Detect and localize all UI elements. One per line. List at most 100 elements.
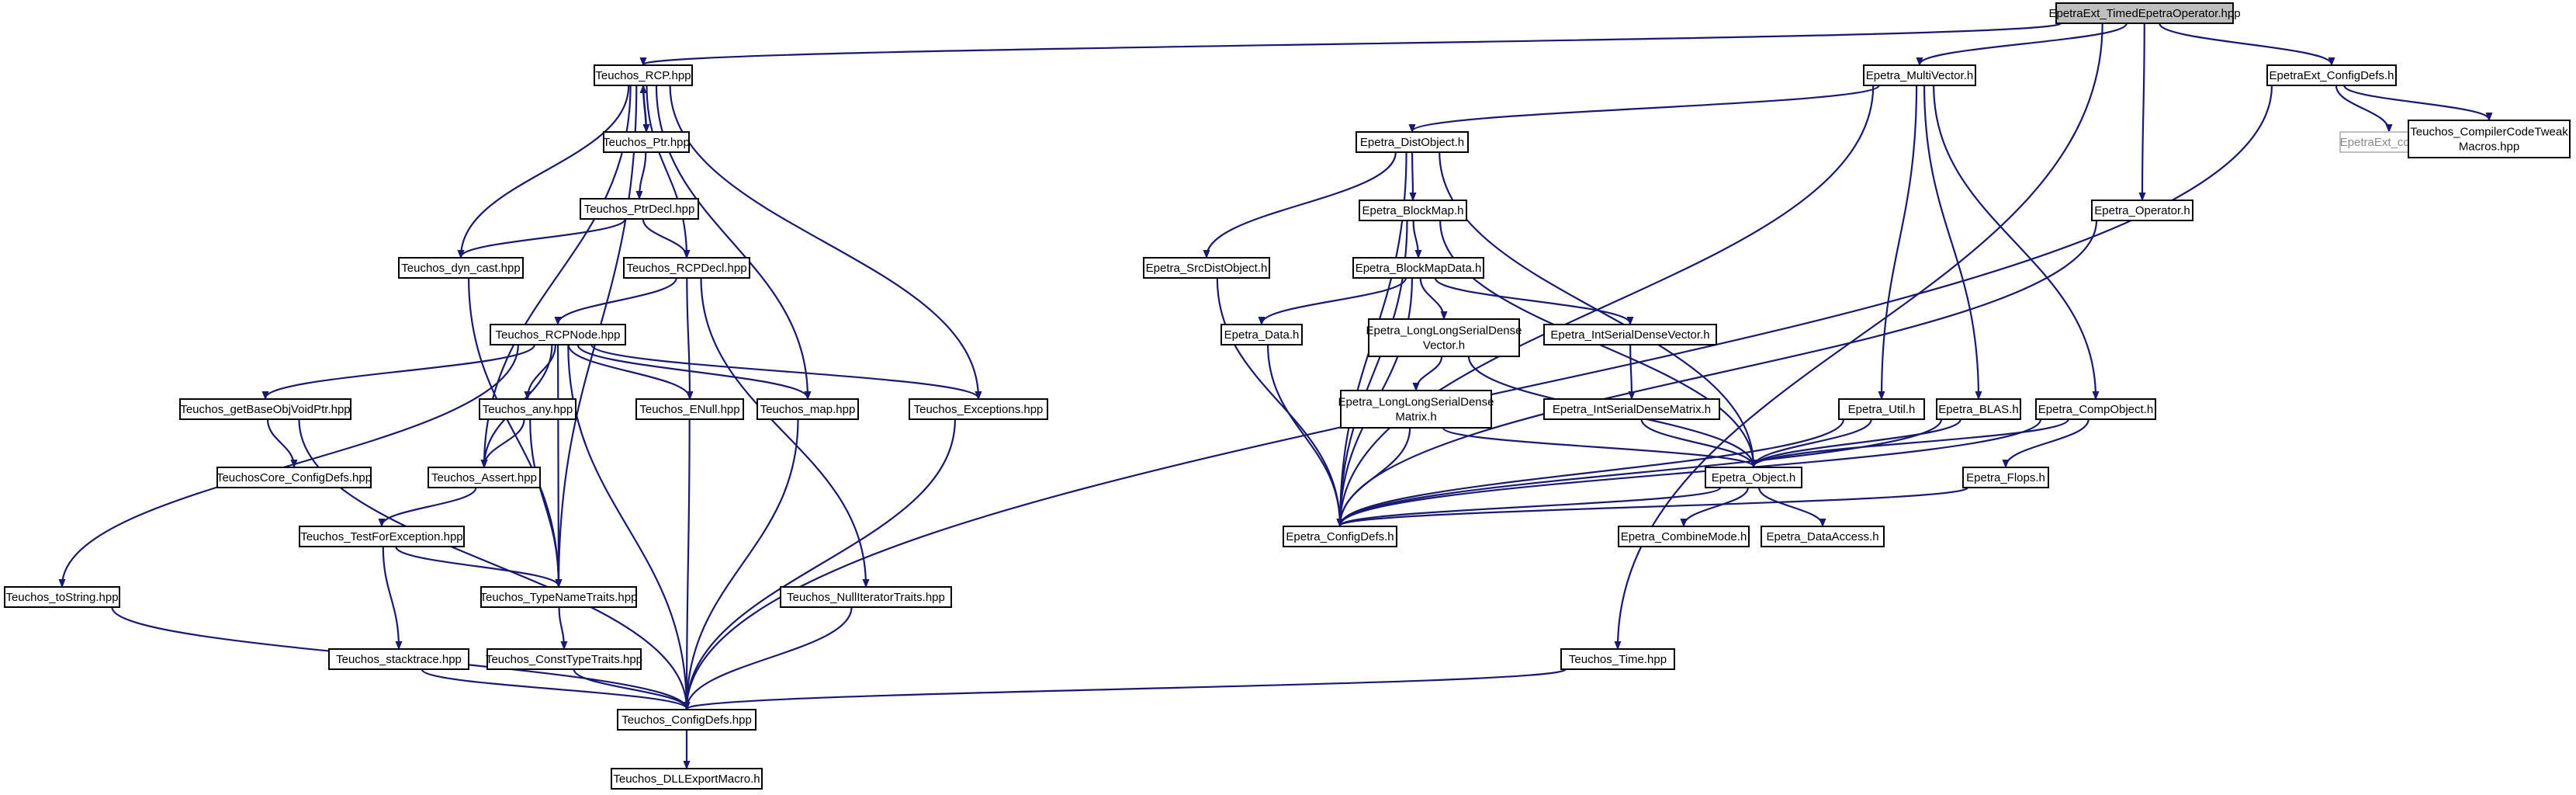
edge-consttype-to-teuchos_configdefs bbox=[573, 668, 687, 709]
node-any[interactable]: Teuchos_any.hpp bbox=[479, 398, 576, 420]
node-nulliter[interactable]: Teuchos_NullIteratorTraits.hpp bbox=[780, 586, 952, 608]
node-box bbox=[1838, 398, 1925, 420]
edge-any-to-typename bbox=[529, 418, 559, 586]
node-label: Epetra_LongLongSerialDense bbox=[1338, 396, 1494, 409]
node-box bbox=[623, 257, 750, 279]
node-distobject[interactable]: Epetra_DistObject.h bbox=[1356, 131, 1469, 153]
node-label: Teuchos_Exceptions.hpp bbox=[914, 403, 1044, 416]
node-dyncast[interactable]: Teuchos_dyn_cast.hpp bbox=[398, 257, 524, 279]
node-ptr[interactable]: Teuchos_Ptr.hpp bbox=[603, 131, 690, 153]
edge-nulliter-to-teuchos_configdefs bbox=[687, 606, 853, 709]
node-stacktrace[interactable]: Teuchos_stacktrace.hpp bbox=[328, 648, 469, 670]
edge-map-to-teuchos_configdefs bbox=[687, 418, 799, 709]
edge-rcpnode-to-getbase bbox=[265, 344, 535, 398]
node-rcpnode[interactable]: Teuchos_RCPNode.hpp bbox=[490, 324, 626, 345]
node-dataaccess[interactable]: Epetra_DataAccess.h bbox=[1761, 526, 1885, 547]
node-box bbox=[486, 648, 642, 670]
node-eutil[interactable]: Epetra_Util.h bbox=[1838, 398, 1925, 420]
node-eblas[interactable]: Epetra_BLAS.h bbox=[1936, 398, 2021, 420]
edge-llsdv-to-llsdm bbox=[1416, 356, 1443, 390]
node-label: Epetra_DistObject.h bbox=[1360, 136, 1464, 149]
edge-rcp_hpp-to-dyncast bbox=[461, 85, 630, 257]
edge-ttime-to-teuchos_configdefs bbox=[687, 668, 1567, 709]
edge-enull-to-teuchos_configdefs bbox=[687, 418, 691, 709]
node-label: Epetra_CombineMode.h bbox=[1621, 530, 1747, 543]
node-box bbox=[1936, 398, 2021, 420]
node-box bbox=[2091, 200, 2193, 221]
node-compobject[interactable]: Epetra_CompObject.h bbox=[2035, 398, 2156, 420]
node-dllexport[interactable]: Teuchos_DLLExportMacro.h bbox=[611, 768, 763, 790]
node-box bbox=[490, 324, 626, 345]
node-getbase[interactable]: Teuchos_getBaseObjVoidPtr.hpp bbox=[179, 398, 351, 420]
edge-blockmapdata-to-intsdv bbox=[1434, 277, 1630, 324]
node-root[interactable]: EpetraExt_TimedEpetraOperator.hpp bbox=[2048, 2, 2241, 24]
node-testforexc[interactable]: Teuchos_TestForException.hpp bbox=[299, 526, 465, 547]
node-label: Vector.h bbox=[1423, 339, 1465, 352]
node-multivector[interactable]: Epetra_MultiVector.h bbox=[1863, 64, 1976, 86]
node-label: Epetra_CompObject.h bbox=[2038, 403, 2153, 416]
edge-rcpnode-to-exceptions bbox=[590, 344, 978, 398]
node-eoperator[interactable]: Epetra_Operator.h bbox=[2091, 200, 2193, 221]
node-intsdv[interactable]: Epetra_IntSerialDenseVector.h bbox=[1543, 324, 1717, 345]
node-rcp-hpp[interactable]: Teuchos_RCP.hpp bbox=[594, 64, 693, 86]
node-box bbox=[635, 398, 744, 420]
node-teuchos-configdefs[interactable]: Teuchos_ConfigDefs.hpp bbox=[617, 709, 757, 731]
node-blockmapdata[interactable]: Epetra_BlockMapData.h bbox=[1352, 257, 1484, 279]
node-core-configdefs[interactable]: TeuchosCore_ConfigDefs.hpp bbox=[216, 467, 372, 488]
node-label: Teuchos_CompilerCodeTweak bbox=[2410, 126, 2568, 139]
node-label: Epetra_SrcDistObject.h bbox=[1146, 262, 1268, 275]
node-rcpdecl[interactable]: Teuchos_RCPDecl.hpp bbox=[623, 257, 750, 279]
node-blockmap[interactable]: Epetra_BlockMap.h bbox=[1359, 200, 1467, 221]
edge-compobject-to-e_configdefs bbox=[1340, 418, 2042, 526]
node-label: Teuchos_RCP.hpp bbox=[595, 69, 691, 82]
node-ptrdecl[interactable]: Teuchos_PtrDecl.hpp bbox=[580, 198, 699, 220]
node-combinemode[interactable]: Epetra_CombineMode.h bbox=[1618, 526, 1750, 547]
edge-rcpdecl-to-nulliter bbox=[700, 277, 866, 586]
node-enull[interactable]: Teuchos_ENull.hpp bbox=[635, 398, 744, 420]
edge-multivector-to-e_configdefs bbox=[1340, 85, 1875, 526]
node-assert[interactable]: Teuchos_Assert.hpp bbox=[428, 467, 541, 488]
node-box bbox=[603, 131, 690, 153]
node-consttype[interactable]: Teuchos_ConstTypeTraits.hpp bbox=[486, 648, 642, 670]
node-box bbox=[1143, 257, 1270, 279]
node-label: Teuchos_ENull.hpp bbox=[639, 403, 739, 416]
edge-root-to-ext_configdefs bbox=[2159, 23, 2332, 64]
edge-eblas-to-eobject bbox=[1754, 418, 1961, 467]
edge-any-to-assert bbox=[484, 418, 525, 467]
edge-eoperator-to-e_configdefs bbox=[1340, 220, 2098, 526]
edge-exceptions-to-teuchos_configdefs bbox=[687, 418, 957, 709]
node-box bbox=[1560, 648, 1675, 670]
node-edata[interactable]: Epetra_Data.h bbox=[1220, 324, 1303, 345]
node-box bbox=[780, 586, 952, 608]
node-box bbox=[398, 257, 524, 279]
node-map[interactable]: Teuchos_map.hpp bbox=[757, 398, 859, 420]
node-label: Teuchos_ConstTypeTraits.hpp bbox=[486, 653, 642, 666]
node-label: Epetra_Object.h bbox=[1712, 471, 1795, 484]
node-label: Teuchos_any.hpp bbox=[483, 403, 573, 416]
node-label: Epetra_MultiVector.h bbox=[1866, 69, 1973, 82]
node-box bbox=[1283, 526, 1397, 547]
node-box bbox=[2035, 398, 2156, 420]
node-label: Teuchos_TypeNameTraits.hpp bbox=[480, 591, 638, 604]
node-eflops[interactable]: Epetra_Flops.h bbox=[1962, 467, 2049, 488]
node-box bbox=[580, 198, 699, 220]
edge-rcpnode-to-any bbox=[528, 344, 556, 398]
edge-multivector-to-eblas bbox=[1923, 85, 1979, 398]
node-ext-configdefs[interactable]: EpetraExt_ConfigDefs.h bbox=[2266, 64, 2397, 86]
node-tostring[interactable]: Teuchos_toString.hpp bbox=[4, 586, 120, 608]
edge-blockmapdata-to-llsdv bbox=[1419, 277, 1444, 318]
edge-eutil-to-e_configdefs bbox=[1340, 418, 1845, 526]
node-eobject[interactable]: Epetra_Object.h bbox=[1705, 467, 1802, 488]
node-label: Teuchos_RCPNode.hpp bbox=[496, 328, 621, 342]
node-e-configdefs[interactable]: Epetra_ConfigDefs.h bbox=[1283, 526, 1397, 547]
node-ttime[interactable]: Teuchos_Time.hpp bbox=[1560, 648, 1675, 670]
node-box bbox=[909, 398, 1048, 420]
node-exceptions[interactable]: Teuchos_Exceptions.hpp bbox=[909, 398, 1048, 420]
node-typename[interactable]: Teuchos_TypeNameTraits.hpp bbox=[480, 586, 638, 608]
node-srcdist[interactable]: Epetra_SrcDistObject.h bbox=[1143, 257, 1270, 279]
node-label: Teuchos_TestForException.hpp bbox=[300, 530, 462, 543]
node-intsdm[interactable]: Epetra_IntSerialDenseMatrix.h bbox=[1543, 398, 1720, 420]
